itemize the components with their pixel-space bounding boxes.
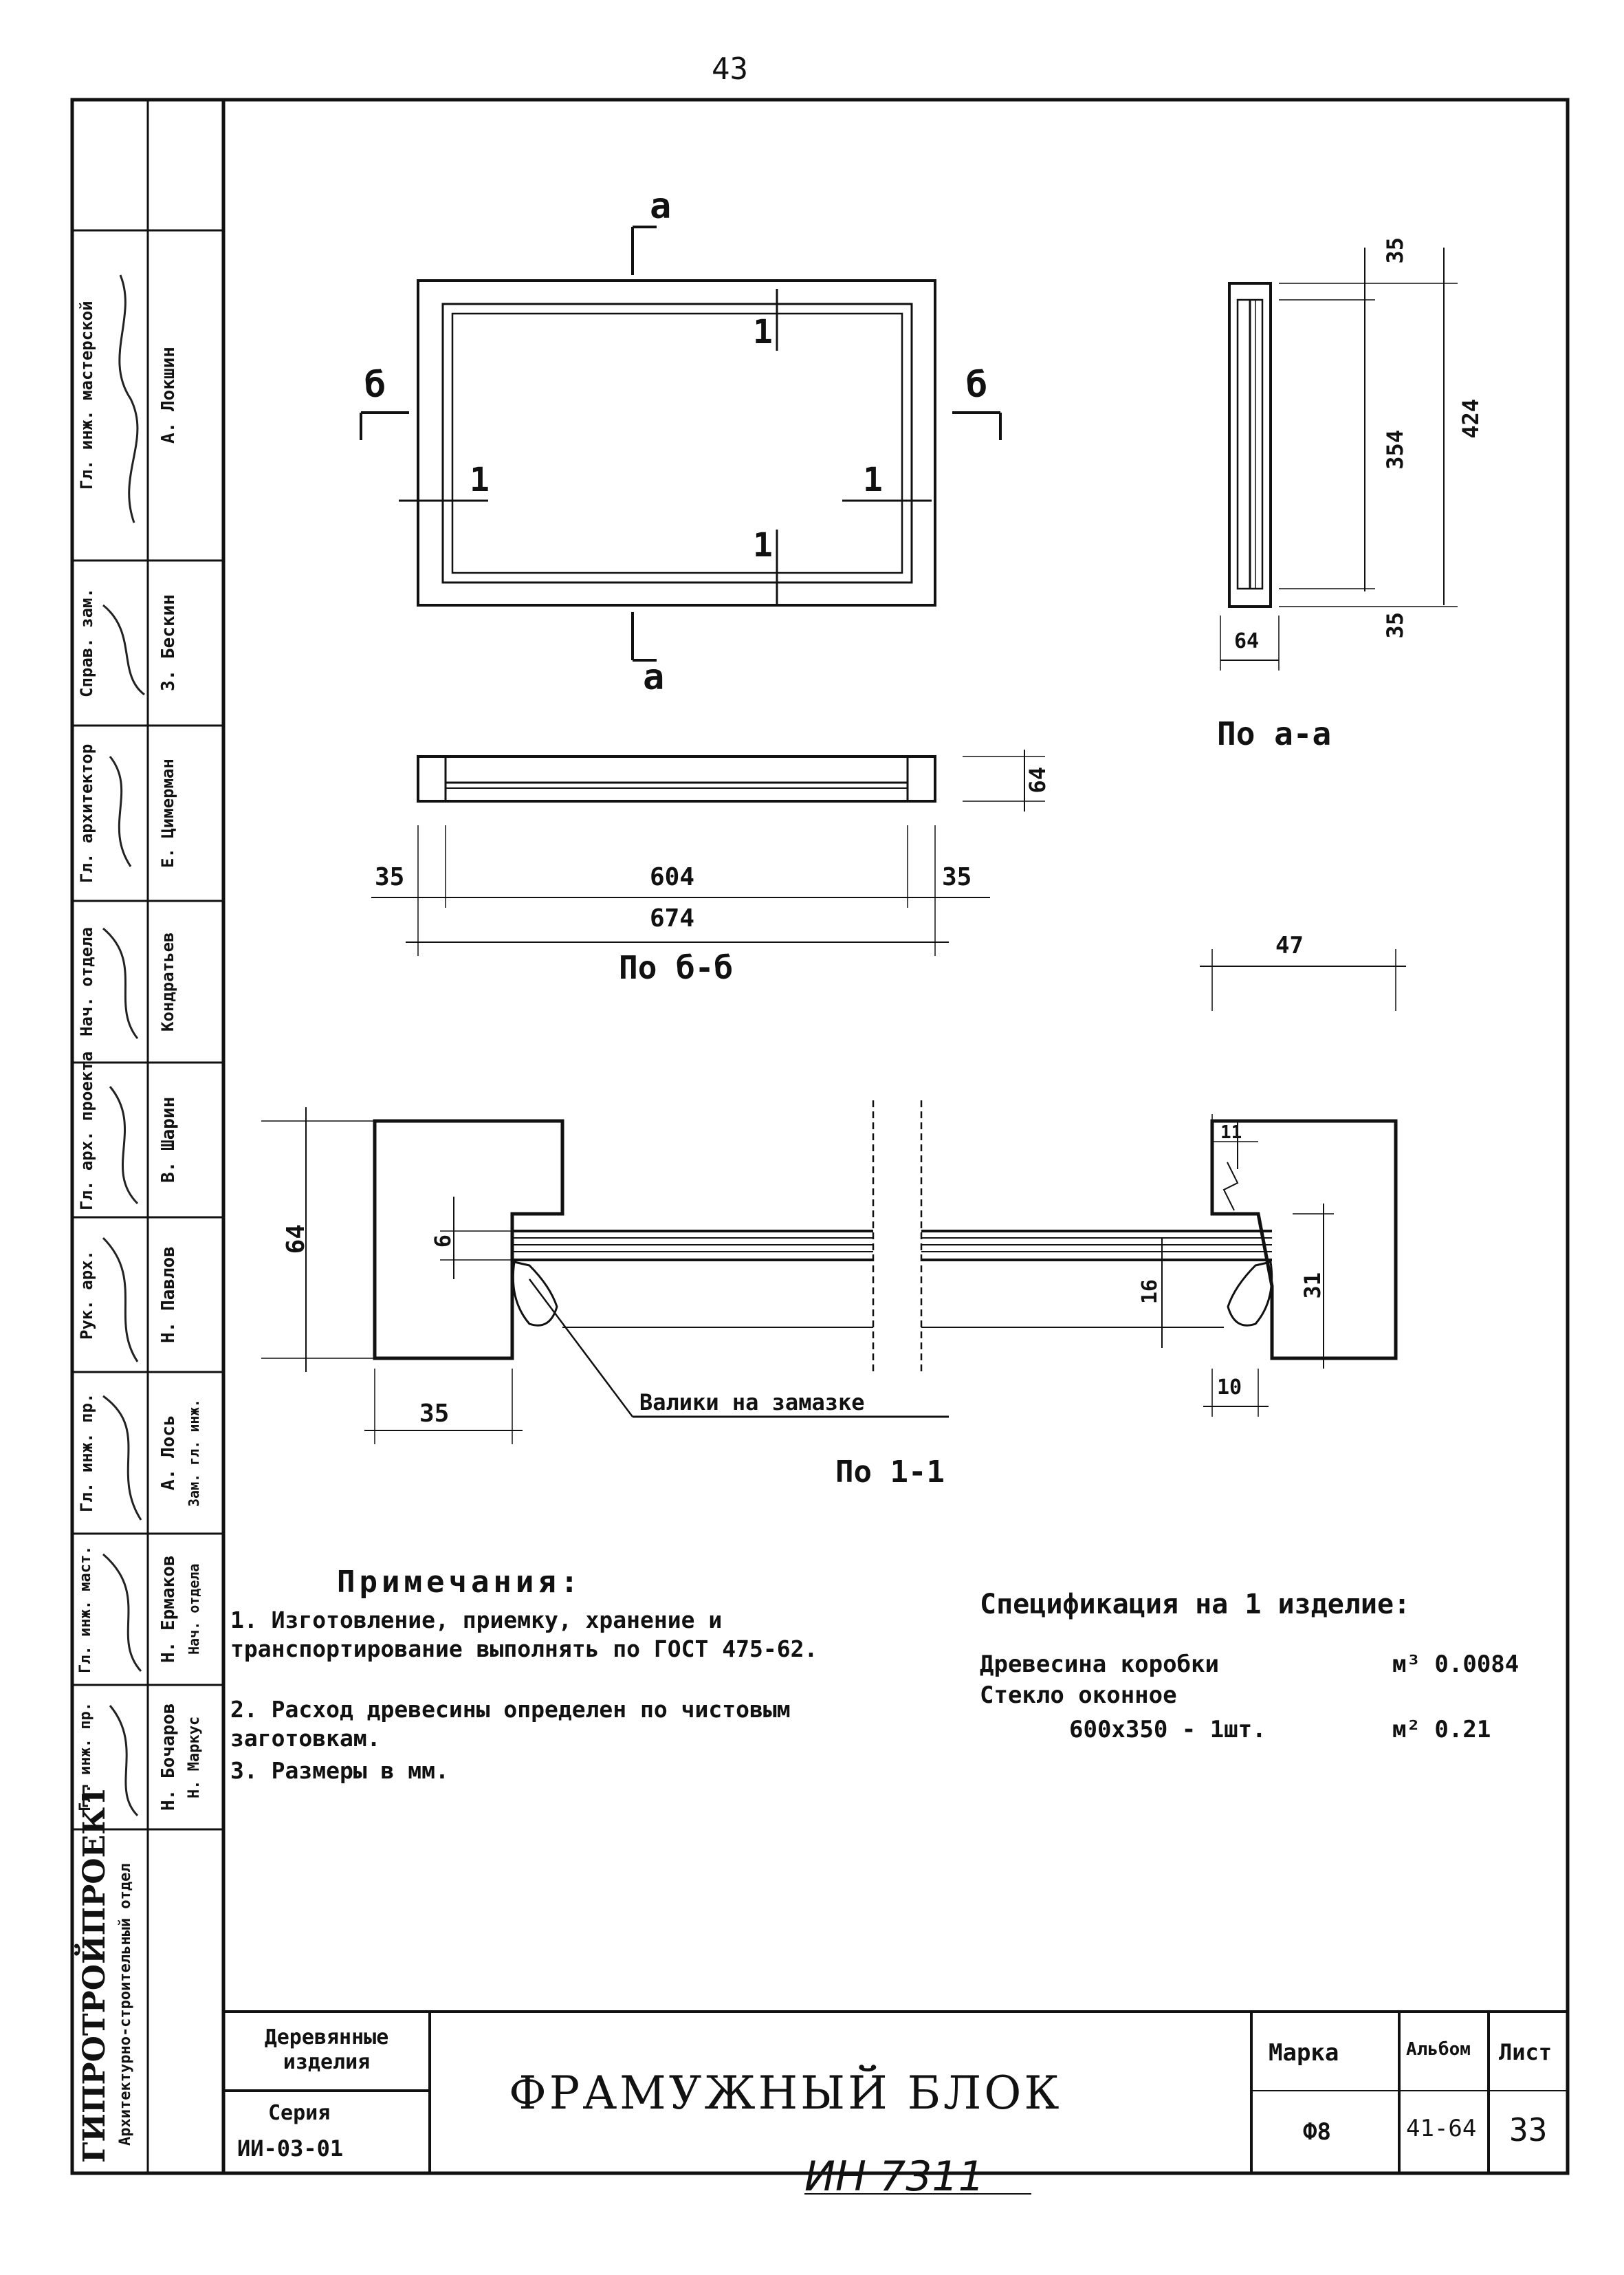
spec-row-3-name: 600х350 - 1шт.: [1069, 1716, 1266, 1743]
plan-view: [360, 226, 1002, 662]
stamp-dept: Архитектурно-строительный отдел: [117, 1863, 134, 2146]
stamp-role-3: Нач. отдела: [77, 927, 96, 1036]
cut-mark-b-left: б: [364, 364, 386, 406]
dim-47: 47: [1275, 932, 1304, 959]
dim-10: 10: [1217, 1375, 1242, 1400]
stamp-name-7: А. Лось: [158, 1415, 179, 1491]
tb-sheet: 33: [1509, 2111, 1548, 2148]
dim-6: 6: [430, 1234, 456, 1248]
dim-64-b: 64: [1024, 767, 1051, 794]
stamp-role-5: Рук. арх.: [77, 1250, 96, 1340]
section-b-b-drawing: [371, 750, 1045, 956]
sheet-frame: [70, 98, 1570, 2175]
archive-number: ИН 7311: [804, 2153, 985, 2201]
tb-name: ФРАМУЖНЫЙ БЛОК: [509, 2067, 1062, 2120]
dim-35-top: 35: [1382, 237, 1408, 264]
spec-row-3-value: м² 0.21: [1392, 1716, 1491, 1743]
dim-35-right: 35: [942, 863, 972, 891]
dim-16: 16: [1138, 1279, 1162, 1305]
side-stamp-grid: [72, 229, 223, 1831]
section-a-a-drawing: [1220, 248, 1458, 671]
stamp-role-6: Гл. инж. пр.: [77, 1393, 96, 1513]
signatures: [102, 274, 145, 1817]
stamp-name-4: Кондратьев: [158, 932, 177, 1032]
title-block-grid: [223, 2010, 1568, 2173]
dim-674: 674: [650, 904, 695, 933]
tb-mark-label: Марка: [1269, 2039, 1339, 2067]
note-3: 3. Размеры в мм.: [230, 1757, 449, 1784]
tb-series: ИИ-03-01: [237, 2135, 344, 2162]
view-label-b-b: По б-б: [619, 949, 734, 986]
tb-album: 41-64: [1406, 2115, 1477, 2142]
tb-category: Деревянные изделия: [264, 2025, 389, 2074]
stamp-name-6: Н. Павлов: [158, 1246, 179, 1343]
tb-mark: Ф8: [1303, 2118, 1331, 2146]
cut-mark-1-left: 1: [470, 461, 490, 499]
spec-row-1-value: м³ 0.0084: [1392, 1651, 1519, 1678]
spec-row-2-name: Стекло оконное: [980, 1681, 1177, 1709]
dim-35-bottom: 35: [1382, 612, 1408, 639]
cut-mark-a-top: а: [650, 186, 672, 227]
tb-album-label: Альбом: [1406, 2039, 1471, 2060]
dim-11: 11: [1220, 1122, 1242, 1143]
note-1: 1. Изготовление, приемку, хранение и тра…: [230, 1607, 818, 1662]
stamp-name-5: В. Шарин: [158, 1096, 179, 1184]
tb-sheet-label: Лист: [1499, 2039, 1552, 2065]
stamp-role-9: Нач. отдела: [186, 1563, 202, 1655]
stamp-name-8: Н. Ермаков: [158, 1555, 179, 1664]
view-label-1-1: По 1-1: [835, 1455, 945, 1490]
stamp-role-2: Гл. архитектор: [77, 743, 96, 883]
cut-mark-1-right: 1: [863, 461, 883, 499]
dim-35-detail: 35: [419, 1400, 450, 1428]
dim-64-c: 64: [282, 1224, 310, 1254]
stamp-name-9: Н. Бочаров: [158, 1703, 179, 1811]
dim-424: 424: [1458, 399, 1484, 439]
stamp-role-10: Зам. гл. инж.: [186, 1399, 202, 1507]
spec-row-1-name: Древесина коробки: [980, 1651, 1219, 1678]
cut-mark-1-top: 1: [753, 313, 773, 351]
note-2: 2. Расход древесины определен по чистовы…: [230, 1696, 791, 1752]
stamp-name-1: А. Локшин: [158, 347, 179, 444]
page-number: 43: [712, 52, 748, 87]
stamp-name-10: Н. Маркус: [186, 1716, 203, 1798]
stamp-role-7: Гл. инж. маст.: [77, 1545, 94, 1673]
stamp-role-4: Гл. арх. проекта: [77, 1051, 96, 1210]
stamp-role-8: Гл. инж. пр.: [77, 1702, 94, 1812]
spec-title: Спецификация на 1 изделие:: [980, 1589, 1411, 1620]
dim-31: 31: [1299, 1272, 1326, 1299]
cut-mark-b-right: б: [966, 364, 988, 406]
stamp-org: ГИПРОТРОЙПРОЕКТ: [77, 1785, 112, 2163]
stamp-name-3: Е. Цимерман: [158, 759, 177, 868]
notes-title: Примечания:: [337, 1565, 583, 1600]
dim-604: 604: [650, 863, 695, 891]
cut-mark-1-bottom: 1: [753, 526, 773, 565]
tb-series-label: Серия: [268, 2101, 331, 2125]
stamp-role-1: Гл. инж. мастерской: [77, 301, 96, 490]
dim-354: 354: [1382, 430, 1408, 470]
view-label-a-a: По а-а: [1217, 715, 1332, 752]
stamp-mark: Справ. зам.: [77, 588, 96, 698]
section-1-1-drawing: [261, 949, 1406, 1444]
dim-64-a: 64: [1234, 629, 1260, 653]
cut-mark-a-bottom: а: [643, 657, 665, 698]
stamp-name-2: З. Бескин: [158, 594, 179, 692]
dim-35-left: 35: [375, 863, 405, 891]
callout-beads: Валики на замазке: [639, 1389, 865, 1415]
